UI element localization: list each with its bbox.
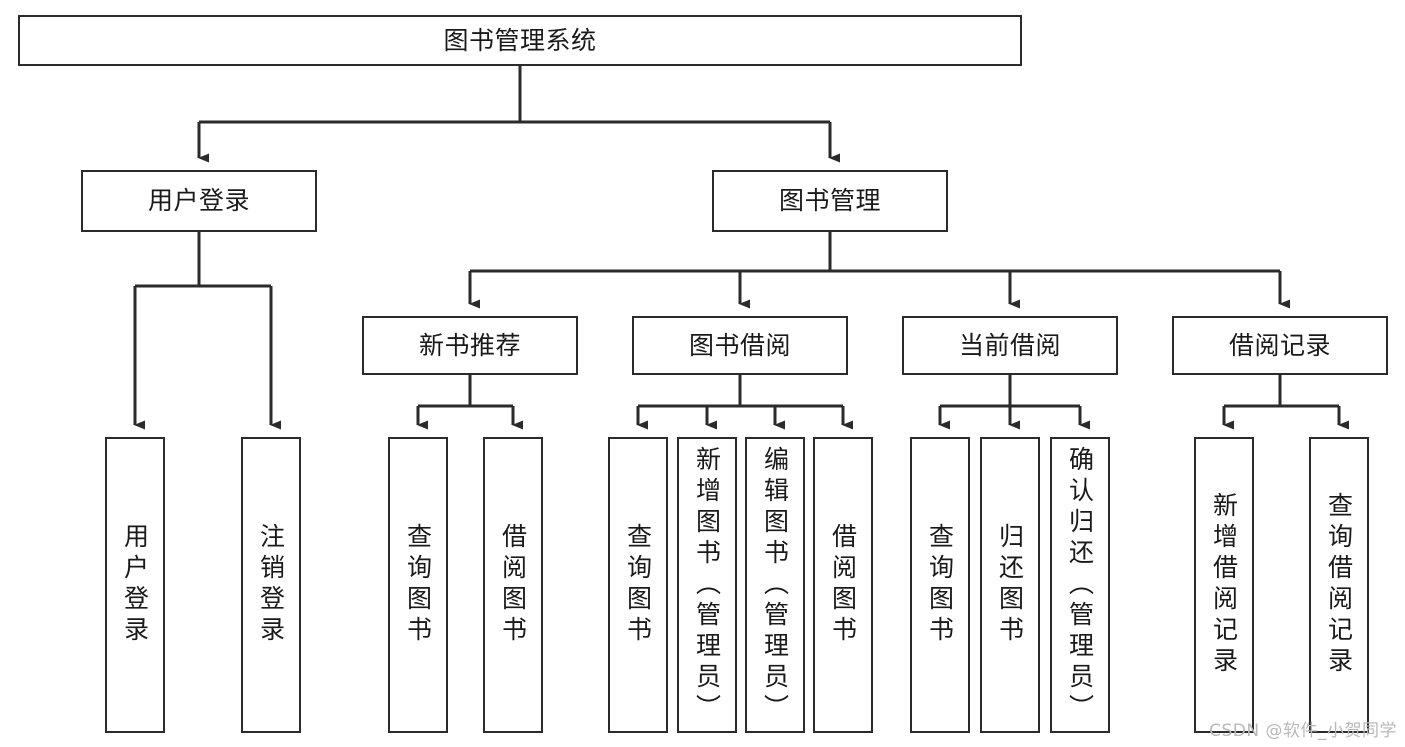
node-label: 新增图书（管理员） xyxy=(692,445,722,725)
leaf-add-borrow-record[interactable]: 新增借阅记录 xyxy=(1194,437,1254,733)
node-label: 新增借阅记录 xyxy=(1209,492,1239,678)
node-book-borrow[interactable]: 图书借阅 xyxy=(632,316,848,375)
leaf-borrow-book[interactable]: 借阅图书 xyxy=(813,437,873,733)
csdn-watermark: CSDN @软件_小贺同学 xyxy=(1209,721,1397,741)
node-user-login[interactable]: 用户登录 xyxy=(81,170,317,232)
node-label: 查询图书 xyxy=(623,523,653,647)
node-label: 查询借阅记录 xyxy=(1324,492,1354,678)
leaf-return-book[interactable]: 归还图书 xyxy=(980,437,1040,733)
node-label: 归还图书 xyxy=(995,523,1025,647)
leaf-query-borrow-record[interactable]: 查询借阅记录 xyxy=(1309,437,1369,733)
leaf-add-book-admin[interactable]: 新增图书（管理员） xyxy=(677,437,737,733)
node-label: 注销登录 xyxy=(256,523,286,647)
node-label: 查询图书 xyxy=(925,523,955,647)
leaf-user-login[interactable]: 用户登录 xyxy=(105,437,165,733)
node-label: 新书推荐 xyxy=(418,330,521,360)
leaf-edit-book-admin[interactable]: 编辑图书（管理员） xyxy=(745,437,805,733)
node-new-book-recommend[interactable]: 新书推荐 xyxy=(362,316,578,375)
node-current-borrow[interactable]: 当前借阅 xyxy=(902,316,1118,375)
node-label: 当前借阅 xyxy=(958,330,1061,360)
leaf-query-book-borrow[interactable]: 查询图书 xyxy=(608,437,668,733)
node-label: 借阅图书 xyxy=(828,523,858,647)
leaf-confirm-return-admin[interactable]: 确认归还（管理员） xyxy=(1050,437,1110,733)
node-label: 借阅记录 xyxy=(1228,330,1331,360)
node-label: 用户登录 xyxy=(147,186,250,216)
node-label: 图书借阅 xyxy=(688,330,791,360)
node-label: 编辑图书（管理员） xyxy=(760,445,790,725)
node-label: 借阅图书 xyxy=(498,523,528,647)
node-book-management[interactable]: 图书管理 xyxy=(712,170,948,232)
leaf-query-book-recommend[interactable]: 查询图书 xyxy=(388,437,448,733)
node-label: 图书管理系统 xyxy=(443,25,597,55)
node-label: 查询图书 xyxy=(403,523,433,647)
leaf-borrow-book-recommend[interactable]: 借阅图书 xyxy=(483,437,543,733)
node-borrow-record[interactable]: 借阅记录 xyxy=(1172,316,1388,375)
leaf-query-book-current[interactable]: 查询图书 xyxy=(910,437,970,733)
node-label: 确认归还（管理员） xyxy=(1065,445,1095,725)
node-label: 用户登录 xyxy=(120,523,150,647)
node-label: 图书管理 xyxy=(778,186,881,216)
node-root-book-management-system[interactable]: 图书管理系统 xyxy=(18,15,1022,66)
leaf-logout[interactable]: 注销登录 xyxy=(241,437,301,733)
